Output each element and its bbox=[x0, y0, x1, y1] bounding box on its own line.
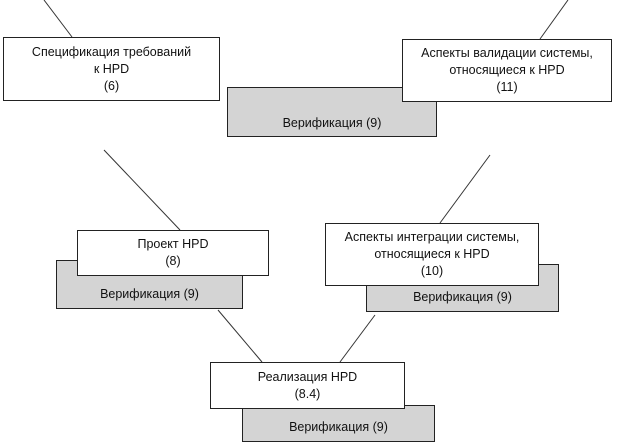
implementation-line-1: Реализация HPD bbox=[257, 369, 358, 384]
design-line-1: Проект HPD bbox=[137, 237, 209, 251]
validation-verification-box: Верификация (9) bbox=[227, 87, 437, 137]
connector-design-to-implementation bbox=[217, 309, 263, 363]
design-box: Проект HPD (8) bbox=[77, 230, 269, 276]
spec-line-2: к HPD bbox=[93, 61, 130, 76]
validation-line-2: относящиеся к HPD bbox=[449, 63, 565, 77]
spec-line-1: Спецификация требований bbox=[31, 44, 192, 59]
spec-line-3: (6) bbox=[103, 78, 120, 93]
connector-validation-to-integration bbox=[439, 154, 491, 224]
validation-line-1: Аспекты валидации системы, bbox=[421, 46, 593, 60]
integration-line-1: Аспекты интеграции системы, bbox=[344, 230, 520, 244]
validation-verification-label: Верификация (9) bbox=[282, 116, 382, 130]
implementation-verification-box: Верификация (9) bbox=[242, 405, 435, 442]
design-verification-label: Верификация (9) bbox=[100, 287, 199, 301]
connector-spec-to-design bbox=[103, 149, 181, 231]
implementation-line-2: (8.4) bbox=[294, 386, 321, 401]
connector-top-left bbox=[43, 0, 73, 38]
validation-line-3: (11) bbox=[496, 80, 518, 94]
validation-aspects-box: Аспекты валидации системы, относящиеся к… bbox=[402, 39, 612, 102]
connector-top-right bbox=[539, 0, 569, 40]
implementation-box: Реализация HPD (8.4) bbox=[210, 362, 405, 409]
integration-line-3: (10) bbox=[420, 264, 444, 278]
integration-verification-label: Верификация (9) bbox=[413, 290, 512, 304]
implementation-verification-label: Верификация (9) bbox=[289, 420, 388, 434]
integration-line-2: относящиеся к HPD bbox=[374, 247, 490, 261]
connector-integration-to-implementation bbox=[339, 314, 376, 363]
spec-requirements-box: Спецификация требований к HPD (6) bbox=[3, 37, 220, 101]
integration-aspects-box: Аспекты интеграции системы, относящиеся … bbox=[325, 223, 539, 286]
design-line-2: (8) bbox=[165, 254, 181, 268]
